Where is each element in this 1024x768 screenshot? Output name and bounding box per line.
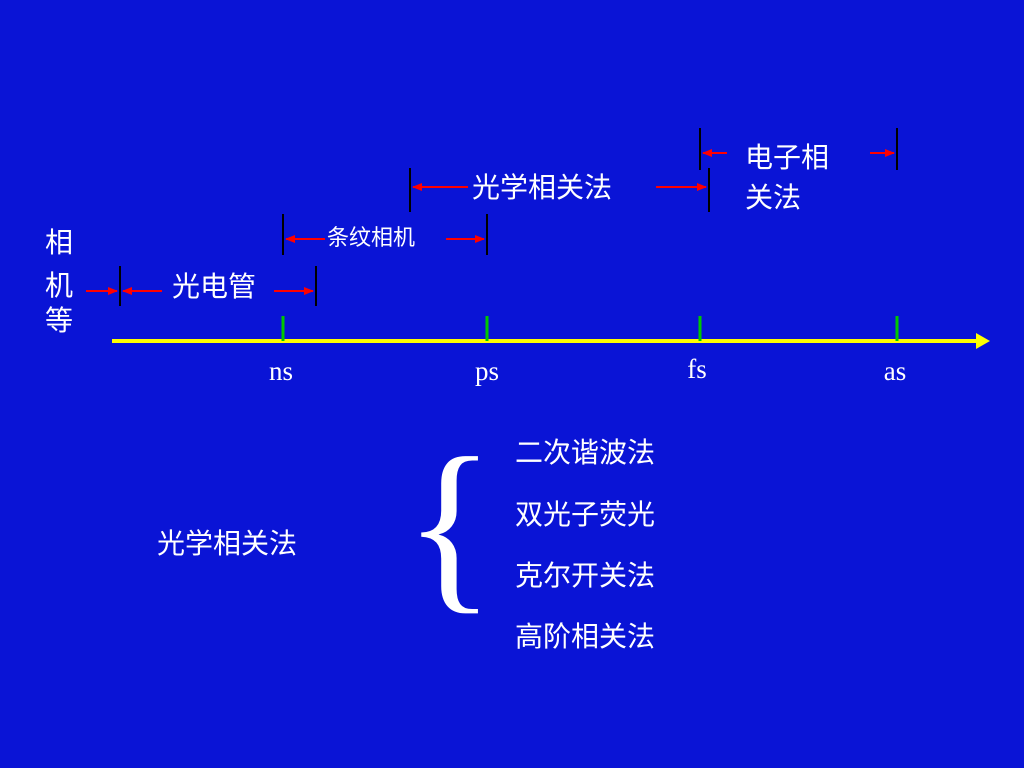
range-optical-correlation: 光学相关法 [409, 168, 710, 212]
method-item-high-order-correlation: 高阶相关法 [515, 620, 656, 653]
time-axis-arrowhead [976, 333, 990, 349]
tick-label-as: as [884, 356, 907, 386]
range-phototube: 光电管 [119, 266, 317, 306]
electron-correlation-label-line-2: 关法 [745, 181, 801, 214]
electron-correlation-label-line-1: 电子相 [745, 141, 829, 174]
method-item-kerr-gate: 克尔开关法 [515, 559, 656, 592]
tick-label-ps: ps [475, 356, 499, 386]
tick-label-ns: ns [269, 356, 293, 386]
tick-label-fs: fs [687, 354, 707, 384]
method-item-two-photon-fluorescence: 双光子荧光 [515, 498, 656, 531]
method-item-second-harmonic: 二次谐波法 [515, 436, 656, 469]
phototube-label: 光电管 [172, 270, 256, 303]
streak-camera-label: 条纹相机 [327, 226, 415, 251]
camera-label-char-1: 相 [45, 226, 73, 259]
camera-label-char-2: 机 [45, 269, 73, 302]
methods-brace: { [404, 420, 496, 630]
camera-label-char-3: 等 [45, 304, 73, 337]
range-electron-correlation: 电子相 关法 [699, 128, 898, 214]
range-streak-camera: 条纹相机 [282, 214, 488, 255]
methods-heading: 光学相关法 [157, 527, 298, 560]
optical-correlation-label: 光学相关法 [472, 171, 612, 204]
range-camera: 相 机 等 [45, 226, 118, 337]
